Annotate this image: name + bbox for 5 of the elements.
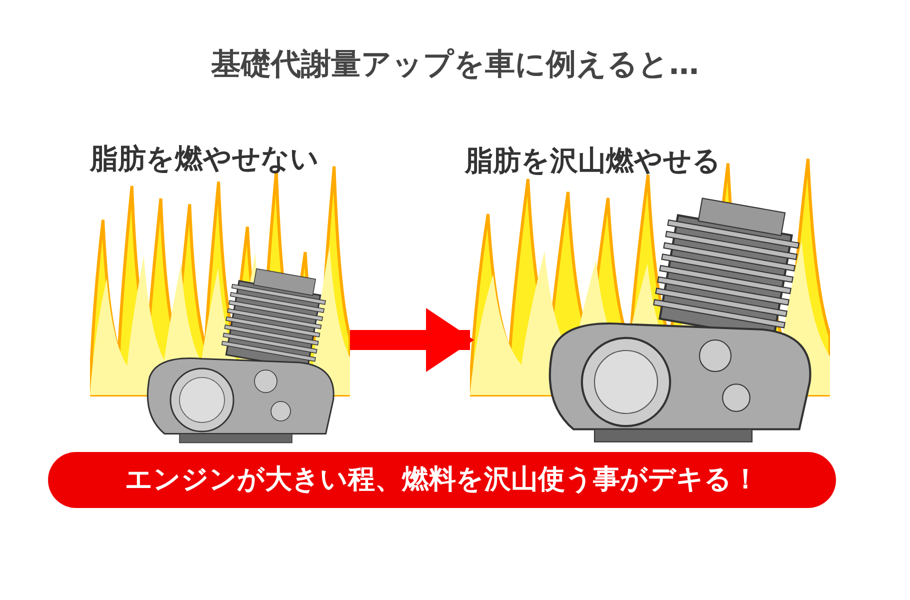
banner: エンジンが大きい程、燃料を沢山使う事がデキる！ bbox=[48, 452, 836, 508]
title: 基礎代謝量アップを車に例えると… bbox=[210, 46, 700, 84]
engine-heading: 脂肪を燃やせない bbox=[90, 141, 319, 177]
arrow bbox=[350, 308, 474, 372]
engine-heading: 脂肪を沢山燃やせる bbox=[465, 143, 721, 179]
